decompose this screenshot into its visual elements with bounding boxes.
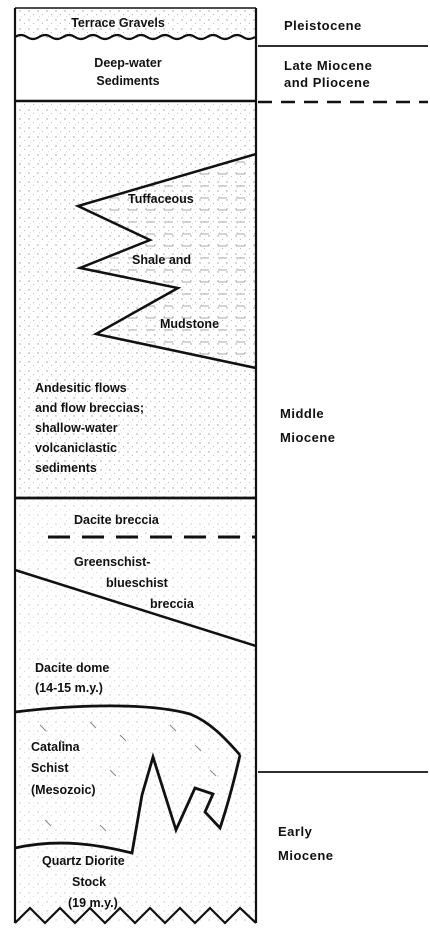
label-andesitic-2: and flow breccias; [35,401,144,415]
label-andesitic-5: sediments [35,461,97,475]
age-late-miocene-2: and Pliocene [284,75,370,90]
label-dacite-dome-2: (14-15 m.y.) [35,681,103,695]
age-early-1: Early [278,824,313,839]
label-deep-water-2: Sediments [96,74,159,88]
label-quartz-diorite-1: Quartz Diorite [42,854,125,868]
label-deep-water-1: Deep-water [94,56,162,70]
label-catalina-3: (Mesozoic) [31,783,96,797]
age-late-miocene-1: Late Miocene [284,58,372,73]
label-andesitic-1: Andesitic flows [35,381,127,395]
label-greenschist-1: Greenschist- [74,555,150,569]
label-dacite-breccia: Dacite breccia [74,513,160,527]
label-andesitic-3: shallow-water [35,421,118,435]
label-tuffaceous-1: Tuffaceous [128,192,194,206]
age-pleistocene: Pleistocene [284,18,362,33]
label-tuffaceous-3: Mudstone [160,317,219,331]
label-dacite-dome-1: Dacite dome [35,661,109,675]
age-middle-2: Miocene [280,430,336,445]
age-labels: Pleistocene Late Miocene and Pliocene Mi… [278,18,372,863]
label-catalina-2: Schist [31,761,69,775]
label-greenschist-3: breccia [150,597,195,611]
age-middle-1: Middle [280,406,324,421]
label-quartz-diorite-2: Stock [72,875,106,889]
label-tuffaceous-2: Shale and [132,253,191,267]
label-greenschist-2: blueschist [106,576,169,590]
label-andesitic-4: volcaniclastic [35,441,117,455]
label-terrace-gravels: Terrace Gravels [71,16,165,30]
label-quartz-diorite-3: (19 m.y.) [68,896,118,910]
age-early-2: Miocene [278,848,334,863]
label-catalina-1: Catalina [31,740,81,754]
